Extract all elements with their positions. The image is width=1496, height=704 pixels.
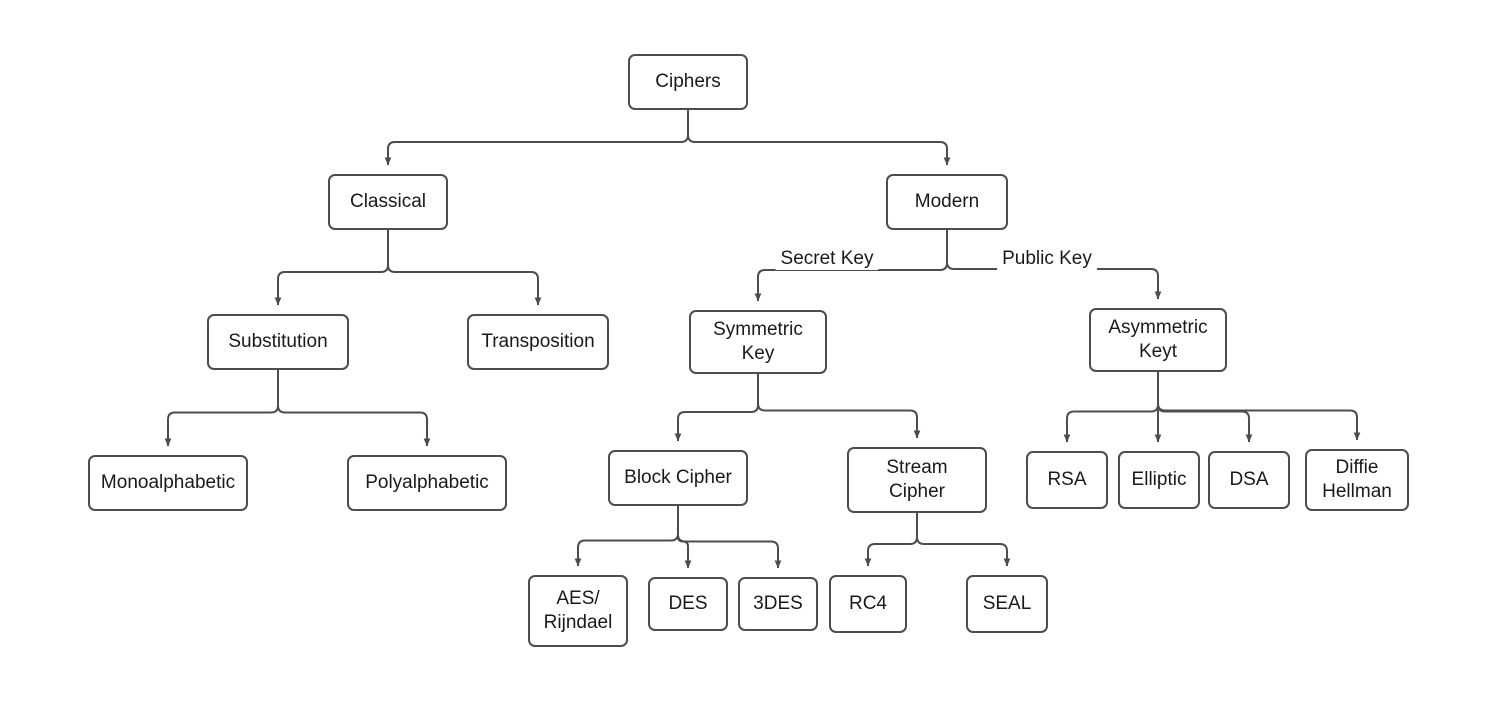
edge-ciphers-to-modern [687, 110, 951, 166]
node-stream-cipher[interactable]: Stream Cipher [847, 447, 987, 513]
node-polyalphabetic[interactable]: Polyalphabetic [347, 455, 507, 511]
node-substitution[interactable]: Substitution [207, 314, 349, 370]
node-modern[interactable]: Modern [886, 174, 1008, 230]
edge-label-secret-key: Secret Key [775, 248, 879, 270]
edge-asymmetric-to-dsa [1157, 372, 1253, 443]
node-symmetric[interactable]: Symmetric Key [689, 310, 827, 374]
edge-block-cipher-to-des [677, 506, 692, 569]
edge-substitution-to-monoalphabetic [164, 370, 279, 447]
node-diffie[interactable]: Diffie Hellman [1305, 449, 1409, 511]
edge-classical-to-substitution [274, 230, 389, 306]
node-seal[interactable]: SEAL [966, 575, 1048, 633]
edge-substitution-to-polyalphabetic [277, 370, 431, 447]
node-block-cipher[interactable]: Block Cipher [608, 450, 748, 506]
node-rc4[interactable]: RC4 [829, 575, 907, 633]
node-des[interactable]: DES [648, 577, 728, 631]
node-transposition[interactable]: Transposition [467, 314, 609, 370]
edge-block-cipher-to-3des [677, 506, 782, 569]
edge-symmetric-to-block-cipher [674, 374, 759, 442]
edge-stream-cipher-to-rc4 [864, 513, 918, 567]
edge-stream-cipher-to-seal [916, 513, 1011, 567]
edge-classical-to-transposition [387, 230, 542, 306]
edge-asymmetric-to-rsa [1063, 372, 1159, 443]
edge-block-cipher-to-aes [574, 506, 679, 567]
node-classical[interactable]: Classical [328, 174, 448, 230]
node-monoalphabetic[interactable]: Monoalphabetic [88, 455, 248, 511]
node-elliptic[interactable]: Elliptic [1118, 451, 1200, 509]
node-rsa[interactable]: RSA [1026, 451, 1108, 509]
node-dsa[interactable]: DSA [1208, 451, 1290, 509]
node-3des[interactable]: 3DES [738, 577, 818, 631]
edge-label-public-key: Public Key [997, 248, 1097, 270]
edge-symmetric-to-stream-cipher [757, 374, 921, 439]
edge-asymmetric-to-diffie [1157, 372, 1361, 441]
edge-ciphers-to-classical [384, 110, 689, 166]
node-ciphers[interactable]: Ciphers [628, 54, 748, 110]
node-asymmetric[interactable]: Asymmetric Keyt [1089, 308, 1227, 372]
node-aes[interactable]: AES/ Rijndael [528, 575, 628, 647]
